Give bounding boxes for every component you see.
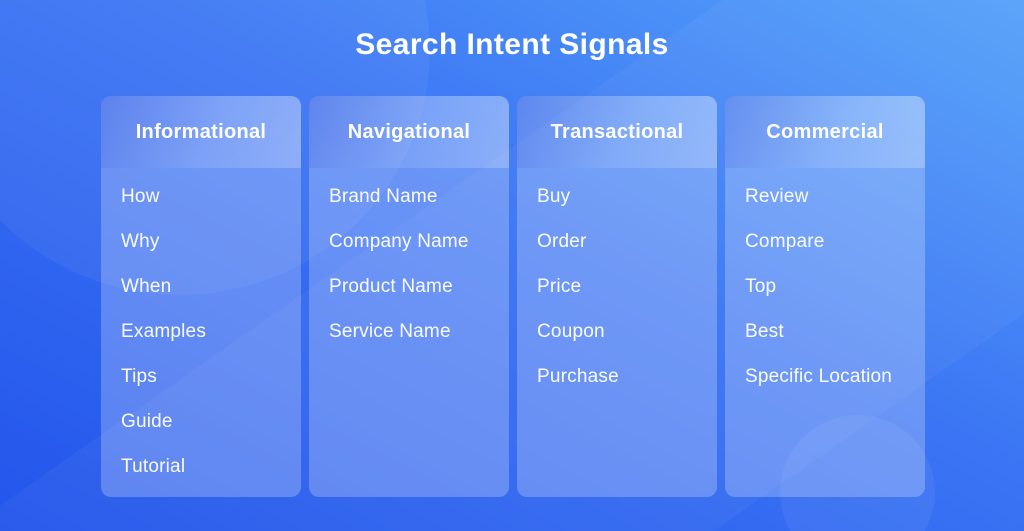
list-item: Company Name xyxy=(329,231,469,252)
list-item: How xyxy=(121,186,160,207)
list-item: Coupon xyxy=(537,321,605,342)
list-item: Top xyxy=(745,276,777,297)
page-title: Search Intent Signals xyxy=(355,28,669,61)
column-header-label: Transactional xyxy=(550,120,684,143)
list-item: Brand Name xyxy=(329,186,438,207)
list-item: Tips xyxy=(121,366,157,387)
list-item: Examples xyxy=(121,321,207,342)
column-header: Informational xyxy=(101,96,301,168)
list-item: Service Name xyxy=(329,321,451,342)
list-item: Best xyxy=(745,321,784,342)
list-item: Product Name xyxy=(329,276,453,297)
list-item: Tutorial xyxy=(121,456,186,477)
column-header: Transactional xyxy=(517,96,717,168)
list-item: When xyxy=(121,276,172,297)
list-item: Buy xyxy=(537,186,571,207)
column-header: Commercial xyxy=(725,96,925,168)
column-header: Navigational xyxy=(309,96,509,168)
column-header-label: Navigational xyxy=(347,120,471,143)
list-item: Order xyxy=(537,231,587,252)
column-header-label: Commercial xyxy=(766,120,884,143)
list-item: Compare xyxy=(745,231,825,252)
list-item: Guide xyxy=(121,411,173,432)
column-header-label: Informational xyxy=(135,120,267,143)
list-item: Purchase xyxy=(537,366,619,387)
list-item: Review xyxy=(745,186,809,207)
list-item: Price xyxy=(537,276,582,297)
list-item: Why xyxy=(121,231,160,252)
list-item: Specific Location xyxy=(745,366,893,387)
